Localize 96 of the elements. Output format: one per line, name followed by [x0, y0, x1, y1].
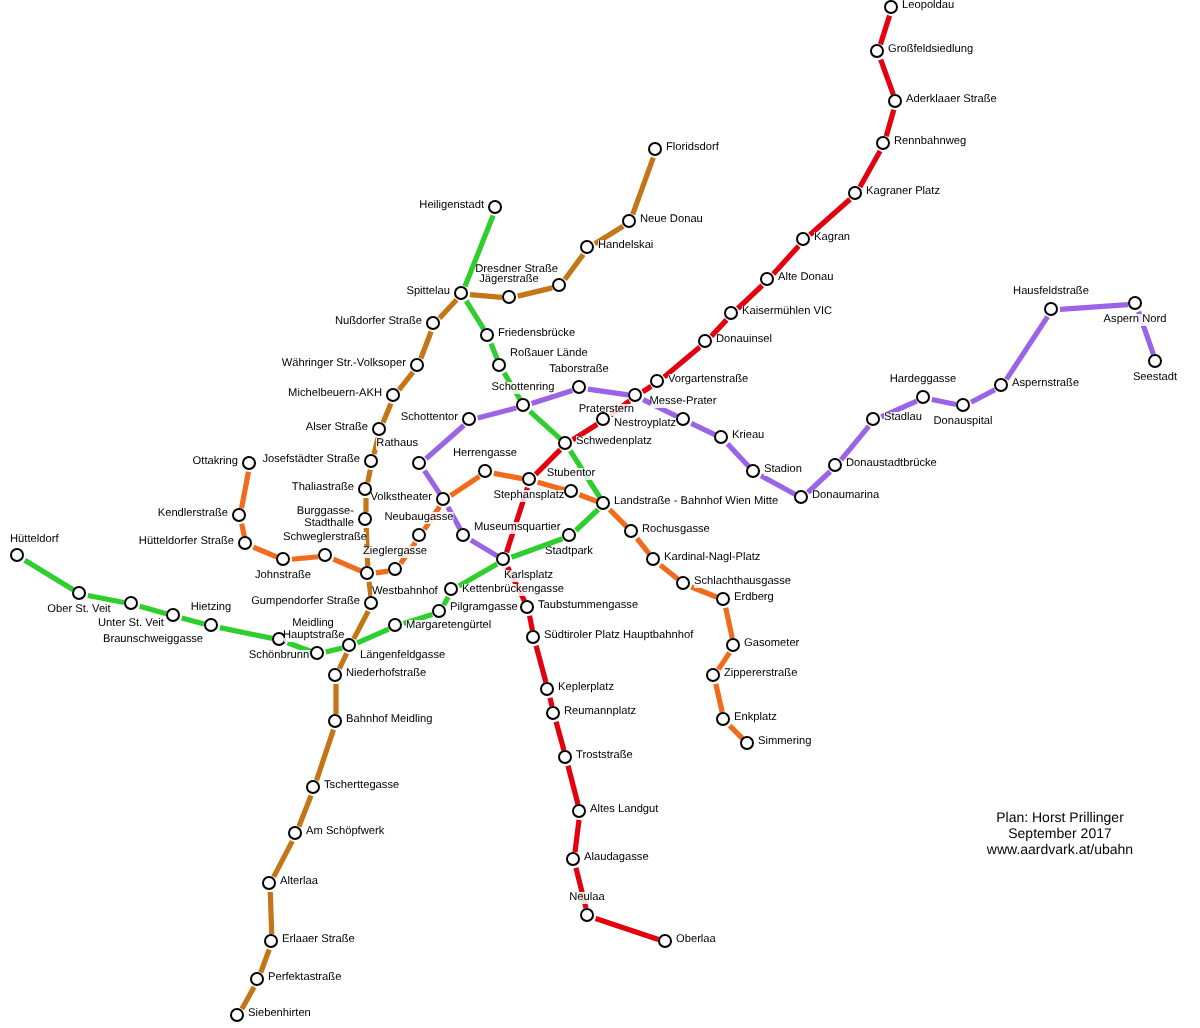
metro-line — [1059, 301, 1129, 313]
metro-line — [578, 492, 598, 504]
metro-line — [1136, 310, 1156, 356]
metro-line — [969, 387, 997, 405]
metro-line — [493, 470, 523, 482]
metro-line — [238, 471, 252, 509]
metro-line — [332, 556, 362, 574]
metro-line — [449, 474, 481, 498]
metro-line — [553, 721, 567, 751]
metro-line — [713, 683, 725, 713]
metro-line — [396, 370, 416, 392]
metro-line — [314, 728, 336, 782]
metro-line — [138, 603, 168, 617]
metro-line — [462, 214, 496, 288]
metro-line — [658, 562, 680, 582]
metro-line — [437, 298, 459, 320]
metro-line — [839, 424, 871, 462]
metro-line — [469, 292, 503, 300]
metro-line — [258, 948, 272, 974]
metro-line — [87, 592, 125, 606]
metro-line — [356, 626, 390, 646]
metro-line — [469, 537, 499, 559]
metro-line — [565, 765, 581, 805]
metro-line — [587, 386, 629, 398]
metro-line — [422, 505, 442, 531]
metro-line — [1004, 315, 1050, 381]
metro-line — [239, 523, 247, 537]
metro-line — [239, 985, 257, 1011]
metro-line — [771, 244, 801, 276]
metro-line — [441, 595, 451, 607]
metro-line — [219, 625, 273, 641]
metro-line — [568, 449, 602, 499]
metro-line — [517, 285, 553, 299]
metro-line — [690, 421, 716, 437]
metro-line — [424, 423, 466, 461]
metro-line — [375, 568, 389, 576]
metro-line — [291, 554, 319, 562]
metro-line — [325, 645, 343, 655]
metro-line — [351, 609, 371, 641]
metro-line — [716, 651, 732, 671]
metro-line — [296, 794, 314, 828]
metro-line — [422, 469, 442, 495]
metro-line — [528, 409, 562, 441]
metro-line — [252, 544, 278, 560]
metro-line — [593, 224, 625, 246]
metro-line — [286, 640, 312, 654]
metro-line — [607, 507, 629, 529]
metro-line — [380, 402, 394, 424]
metro-line — [530, 387, 574, 407]
metro-line — [877, 14, 893, 46]
metro-line — [808, 197, 852, 237]
metro-line — [488, 342, 500, 360]
metro-line — [533, 645, 549, 683]
metro-line — [23, 557, 75, 593]
metro-line — [267, 891, 275, 935]
metro-line — [271, 839, 295, 879]
metro-line — [457, 561, 499, 589]
metro-line — [931, 397, 957, 407]
metro-line — [806, 469, 832, 495]
metro-line — [363, 527, 371, 567]
metro-line — [445, 505, 463, 531]
metro-line — [562, 252, 586, 282]
metro-line — [547, 697, 555, 707]
metro-line — [883, 108, 897, 138]
metro-line — [759, 473, 797, 497]
metro-line — [333, 684, 339, 714]
metro-line — [690, 584, 718, 600]
metro-line — [363, 498, 369, 512]
metro-line — [723, 607, 735, 639]
metro-line — [727, 723, 745, 741]
metro-line — [878, 58, 896, 96]
metro-line — [533, 447, 563, 477]
metro-line — [181, 615, 205, 627]
metro-line — [634, 536, 652, 556]
metro-line — [402, 611, 434, 627]
metro-line — [398, 541, 418, 565]
metro-line — [337, 652, 349, 670]
metro-line — [857, 149, 883, 189]
metro-line — [418, 330, 434, 360]
metro-line — [662, 345, 702, 379]
metro-line — [527, 615, 535, 631]
metro-line — [571, 422, 599, 442]
metro-line — [642, 397, 678, 419]
metro-line — [464, 299, 486, 331]
metro-line — [574, 507, 600, 533]
metro-line — [573, 867, 589, 909]
metro-line — [572, 819, 582, 853]
metro-line — [709, 318, 729, 338]
metro-line — [365, 469, 373, 483]
metro-line — [477, 405, 517, 421]
metro-line — [880, 398, 918, 420]
metro-line — [641, 384, 653, 394]
metro-line — [725, 442, 751, 468]
metro-line — [736, 283, 764, 311]
metro-line — [536, 479, 566, 493]
metro-line — [510, 536, 564, 560]
